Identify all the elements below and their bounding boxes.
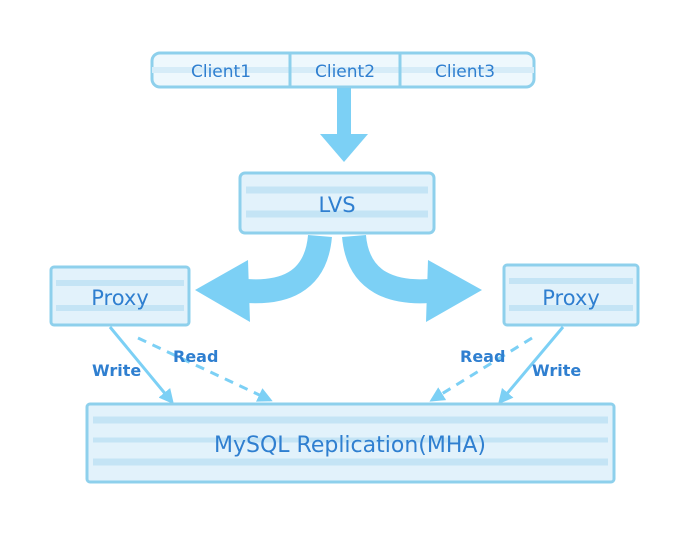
clients-to-lvs-arrow (320, 88, 368, 162)
right-read-arrow (429, 336, 533, 402)
client-1-label: Client1 (191, 62, 251, 82)
mysql-replication-box: MySQL Replication(MHA) (85, 402, 616, 484)
proxy-right-label: Proxy (542, 286, 600, 310)
left-write-label: Write (92, 361, 141, 380)
client-2-label: Client2 (315, 62, 375, 82)
left-write-arrow (108, 326, 174, 405)
proxy-left-box: Proxy (49, 265, 191, 327)
lvs-label: LVS (318, 193, 355, 217)
proxy-right-box: Proxy (502, 263, 640, 327)
lvs-to-right-proxy-arrow (342, 234, 482, 322)
mysql-replication-label: MySQL Replication(MHA) (214, 433, 486, 458)
left-read-label: Read (173, 347, 218, 366)
right-write-label: Write (532, 361, 581, 380)
lvs-box: LVS (238, 171, 436, 235)
right-read-label: Read (460, 347, 505, 366)
right-write-arrow (498, 326, 565, 405)
left-read-arrow (137, 336, 273, 402)
client-3-label: Client3 (435, 62, 495, 82)
clients-bar: Client1 Client2 Client3 (150, 51, 536, 89)
proxy-left-label: Proxy (91, 286, 149, 310)
lvs-to-left-proxy-arrow (195, 234, 332, 322)
